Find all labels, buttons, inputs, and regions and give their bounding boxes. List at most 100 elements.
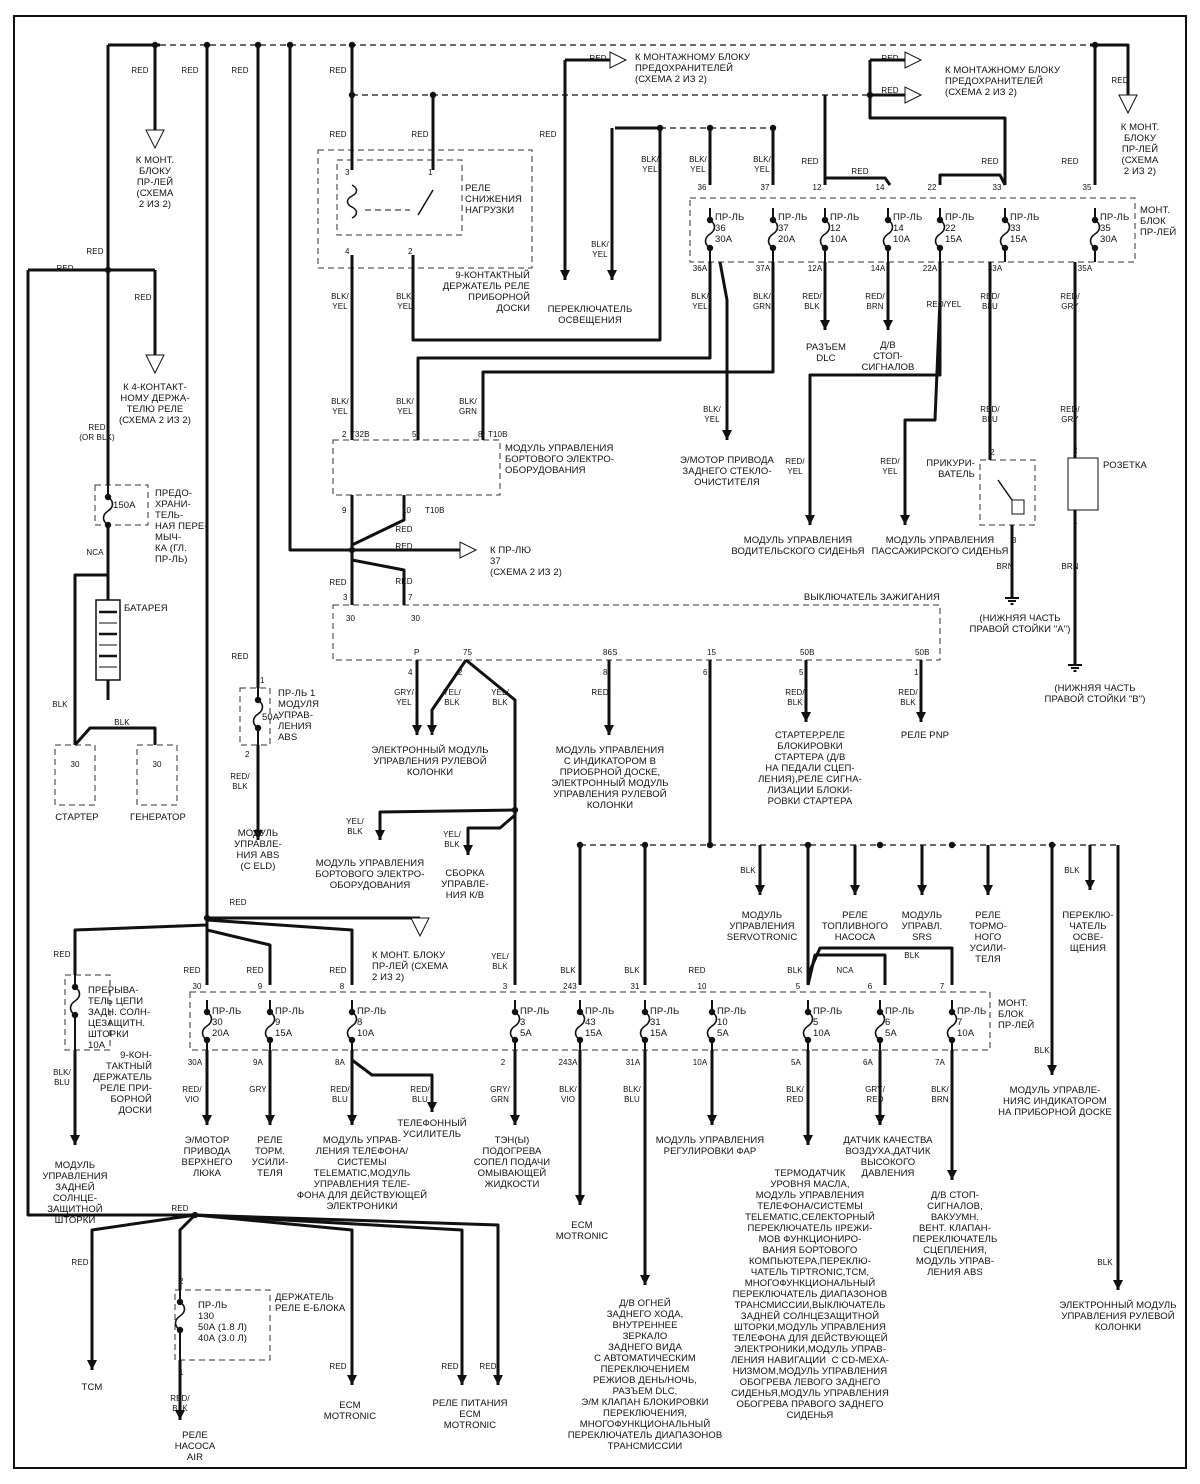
wire-color-label: RED: [231, 66, 249, 75]
wire: [206, 928, 272, 985]
pin-label: 33A: [987, 264, 1003, 273]
wire-color-label: BLK/ YEL: [703, 405, 721, 424]
instrument-indicator-module-label: МОДУЛЬ УПРАВЛЕ- НИЯС ИНДИКАТОРОМ НА ПРИБ…: [998, 1085, 1112, 1118]
arrow-icon: [375, 830, 385, 840]
pin-label: 2: [245, 750, 250, 759]
wire-color-label: GRY/ GRN: [490, 1085, 510, 1104]
junction-dot: [948, 1008, 956, 1016]
junction-dot: [1001, 216, 1009, 224]
wire-color-label: RED: [688, 966, 706, 975]
ecm-motronic-2-label: ECM MOTRONIC: [323, 1400, 377, 1422]
wire-color-label: RED: [411, 130, 429, 139]
sunshade-breaker-label: ПРЕРЫВА- ТЕЛЬ ЦЕПИ ЗАДН. СОЛН- ЦЕЗАЩИТН.…: [88, 985, 151, 1051]
pin-label: 33: [992, 183, 1002, 192]
wire-color-label: BLK: [114, 718, 130, 727]
generator-label: ГЕНЕРАТОР: [130, 812, 186, 823]
arrow-icon: [202, 1115, 212, 1125]
relay-holder-9pin-bottom-label: 9-КОН- ТАКТНЫЙ ДЕРЖАТЕЛЬ РЕЛЕ ПРИ- БОРНО…: [93, 1050, 152, 1116]
junction-dot: [656, 124, 664, 132]
ecm-motronic-1-label: ECM MOTRONIC: [555, 1220, 609, 1242]
pin-label: 31: [630, 982, 640, 991]
pin-label: 10: [697, 982, 707, 991]
pin-label: 2: [990, 448, 995, 457]
pin-label: 2: [500, 1058, 506, 1067]
pin-label: 1: [179, 1368, 184, 1377]
wire-color-label: RED: [395, 577, 413, 586]
fuse-label: ПР-ЛЬ 8 10А: [357, 1006, 387, 1039]
wire-color-label: RED: [329, 578, 347, 587]
air-quality-sensor-label: ДАТЧИК КАЧЕСТВА ВОЗДУХА,ДАТЧИК ВЫСОКОГО …: [843, 1135, 933, 1179]
wire-color-label: BRN: [996, 562, 1014, 571]
arrow-icon: [265, 1115, 275, 1125]
wire-color-label: BLK: [624, 966, 640, 975]
wire: [416, 262, 712, 440]
pin-label: 10: [402, 506, 412, 515]
relay-holder-box: [317, 149, 533, 269]
pin-label: 36A: [692, 264, 708, 273]
junction-dot: [769, 124, 777, 132]
junction-dot: [821, 216, 829, 224]
junction-dot: [936, 244, 944, 252]
arrow-icon: [1085, 880, 1095, 890]
pin-label: 8: [339, 982, 345, 991]
pin-label: 7: [408, 593, 413, 602]
wire-color-label: RED: [329, 1362, 347, 1371]
socket-label: РОЗЕТКА: [1103, 460, 1147, 471]
wire-color-label: YEL/ BLK: [443, 830, 461, 849]
junction-dot: [254, 41, 262, 49]
pin-label: T10B: [488, 430, 508, 439]
arrow-icon: [801, 712, 811, 722]
pnp-relay-label: РЕЛЕ PNP: [900, 730, 950, 741]
fuse-icon: [946, 1011, 958, 1041]
ground-b-label: (НИЖНЯЯ ЧАСТЬ ПРАВОЙ СТОЙКИ "B"): [1044, 683, 1146, 705]
arrow-icon: [850, 885, 860, 895]
junction-dot: [1048, 841, 1056, 849]
wire-color-label: RED: [441, 1362, 459, 1371]
junction-dot: [804, 841, 812, 849]
pin-label: 15: [707, 648, 717, 657]
light-switch-top-label: ПЕРЕКЛЮЧАТЕЛЬ ОСВЕЩЕНИЯ: [547, 304, 633, 326]
pin-label: 2: [1073, 446, 1078, 455]
upper-relay-block-box: [689, 197, 1136, 263]
arrow-icon: [175, 1410, 185, 1420]
wire-color-label: RED: [56, 264, 74, 273]
tcm-label: TCM: [81, 1382, 103, 1393]
arrow-icon: [803, 1135, 813, 1145]
junction-dot: [203, 1008, 211, 1016]
junction-dot: [104, 493, 112, 501]
washer-heaters-label: ТЭН(Ы) ПОДОГРЕВА СОПЕЛ ПОДАЧИ ОМЫВАЮЩЕЙ …: [473, 1135, 551, 1190]
junction-dot: [769, 216, 777, 224]
junction-dot: [266, 1008, 274, 1016]
fuse-icon: [882, 219, 894, 249]
wire: [178, 1213, 197, 1290]
pin-label: 3: [1012, 536, 1017, 545]
wire: [825, 176, 892, 186]
fuse-label: ПР-ЛЬ 14 10А: [893, 212, 923, 245]
wire-color-label: RED: [71, 1258, 89, 1267]
to-relay-block-e-label: К МОНТ. БЛОКУ ПР-ЛЕЙ (СХЕМА 2 ИЗ 2): [1120, 122, 1160, 177]
junction-dot: [804, 1008, 812, 1016]
wire: [194, 1213, 354, 1385]
arrow-icon: [1113, 1280, 1123, 1290]
junction-dot: [1091, 41, 1099, 49]
wire-color-label: BLK: [740, 866, 756, 875]
pin-label: 5: [795, 982, 801, 991]
wire-color-label: RED/ BLU: [980, 292, 1000, 311]
abs-fuse-label: ПР-ЛЬ 1 МОДУЛЯ УПРАВ- ЛЕНИЯ ABS: [278, 688, 320, 743]
pin-label: 3: [502, 982, 508, 991]
junction-dot: [348, 1036, 356, 1044]
fuse31-loads-label: Д/В ОГНЕЙ ЗАДНЕГО ХОДА, ВНУТРЕННЕЕ ЗЕРКА…: [567, 1298, 723, 1452]
wire-color-label: RED/ BLK: [898, 688, 918, 707]
brake-booster-relay-label: РЕЛЕ ТОРМО- НОГО УСИЛИ- ТЕЛЯ: [968, 910, 1008, 965]
wire-color-label: RED/ YEL: [785, 457, 805, 476]
junction-dot: [576, 841, 584, 849]
fuel-pump-relay-label: РЕЛЕ ТОПЛИВНОГО НАСОСА: [821, 910, 889, 943]
servotronic-label: МОДУЛЬ УПРАВЛЕНИЯ SERVOTRONIC: [726, 910, 798, 943]
connector-triangle-icon: [145, 354, 165, 375]
fuse-label: ПР-ЛЬ 6 5А: [885, 1006, 915, 1039]
wire-color-label: RED/ BLK: [802, 292, 822, 311]
wire-color-label: BLK/ YEL: [396, 292, 414, 311]
pin-label: 5A: [791, 1058, 801, 1067]
wire-color-label: RED/ BLU: [330, 1085, 350, 1104]
